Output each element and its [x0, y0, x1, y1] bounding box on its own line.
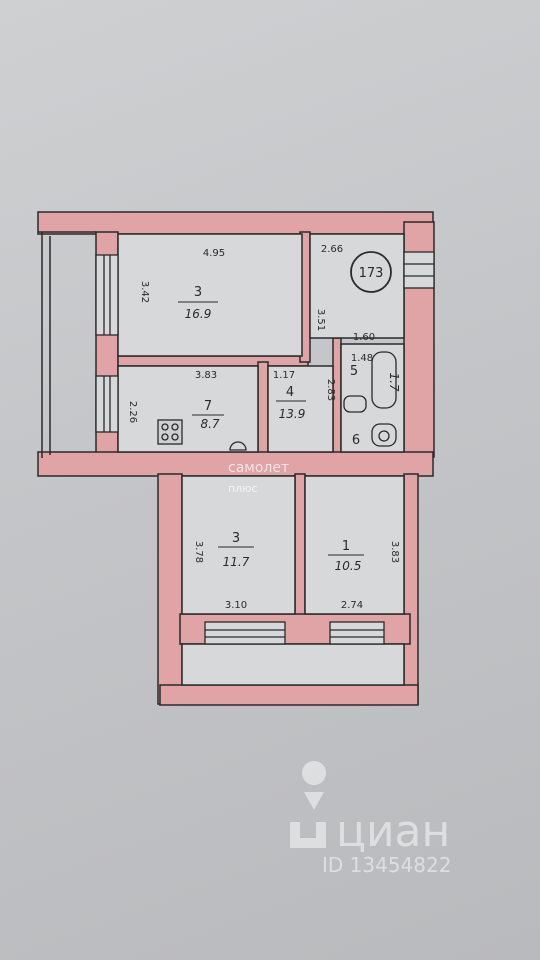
- cian-id: ID 13454822: [322, 853, 451, 877]
- room-number: 4: [286, 385, 294, 400]
- room-number: 7: [204, 399, 212, 414]
- dim-corridor-height: 3.51: [315, 309, 326, 331]
- dim-right-width: 2.74: [341, 600, 363, 611]
- dimension-labels: 4.95 3.42 2.66 3.51 1.60 1.48 2.83 3.83 …: [127, 244, 400, 611]
- dim-left-width: 3.10: [225, 600, 247, 611]
- stove-icon: [157, 419, 183, 445]
- dim-kitchen-height: 2.26: [127, 401, 138, 423]
- fixtures: [157, 251, 397, 451]
- cian-brand: циан: [336, 806, 450, 857]
- room-area: 1.7: [387, 372, 401, 391]
- room-area: 16.9: [185, 307, 212, 321]
- apartment-number-circle: [350, 251, 392, 293]
- bath-sink-icon: [343, 395, 367, 413]
- dim-bath-inner: 1.48: [351, 353, 373, 364]
- bathtub-icon: [371, 351, 397, 409]
- dim-corridor-width: 2.66: [321, 244, 343, 255]
- windows: [95, 251, 435, 645]
- room-area: 11.7: [223, 555, 250, 569]
- toilet-icon: [371, 423, 397, 447]
- samolet-sub-text: плюс: [228, 482, 258, 495]
- dim-bath-width: 1.60: [353, 332, 375, 343]
- room-number: 1: [342, 539, 350, 554]
- samolet-watermark: самолет плюс: [228, 460, 289, 495]
- dim-bath-height: 2.83: [325, 379, 336, 401]
- sink-icon: [229, 441, 247, 451]
- dim-top-width: 4.95: [203, 248, 225, 259]
- dim-left-height: 3.78: [193, 541, 204, 563]
- dim-right-height: 3.83: [389, 541, 400, 563]
- samolet-text: самолет: [228, 460, 289, 476]
- cian-logo-icon: [290, 822, 326, 848]
- room-number: 5: [350, 364, 358, 379]
- dim-hall-width: 1.17: [273, 370, 295, 381]
- cian-watermark: циан ID 13454822: [290, 761, 451, 877]
- room-labels: 3 16.9 7 8.7 4 13.9 3 11.7 1 10.5 5 1.7 …: [178, 266, 401, 573]
- room-number: 6: [352, 433, 360, 448]
- apartment-number: 173: [359, 266, 384, 281]
- left-balcony: [38, 231, 96, 458]
- room-interiors: [117, 233, 405, 686]
- room-number: 3: [194, 285, 202, 300]
- room-number: 3: [232, 531, 240, 546]
- room-area: 13.9: [279, 407, 306, 421]
- dim-top-height: 3.42: [139, 281, 150, 303]
- dim-kitchen-width: 3.83: [195, 370, 217, 381]
- room-area: 8.7: [200, 417, 219, 431]
- location-pin-icon: [302, 761, 327, 810]
- room-area: 10.5: [335, 559, 362, 573]
